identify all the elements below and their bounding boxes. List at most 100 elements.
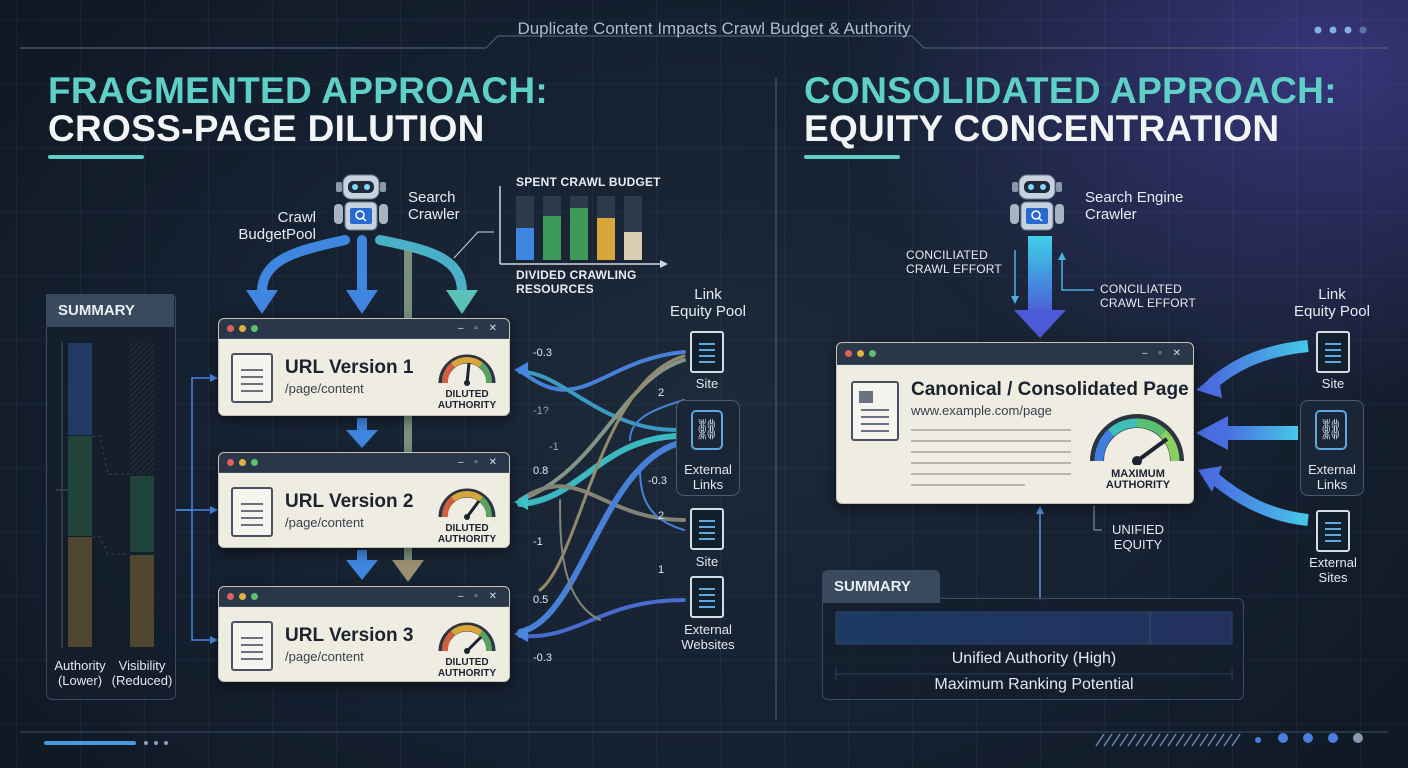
header-dot xyxy=(1329,26,1337,34)
external-sites-icon xyxy=(1316,510,1350,552)
arrowhead xyxy=(1036,506,1044,514)
flow-value: 0.8 xyxy=(533,465,549,477)
url-version-1-window[interactable]: ‒ ▫ ✕ URL Version 1 /page/content DILUTE… xyxy=(218,318,510,416)
content-line xyxy=(911,484,1025,486)
unified-equity-label: UNIFIED EQUITY xyxy=(1112,522,1164,552)
maximum-gauge-icon xyxy=(1090,414,1184,465)
authority-lower-label: Authority (Lower) xyxy=(54,658,106,688)
crawl-beam xyxy=(1028,236,1052,312)
left-heading-line2: CROSS-PAGE DILUTION xyxy=(48,108,485,149)
effort-right-line xyxy=(1061,258,1094,291)
flow-value: -0.3 xyxy=(533,347,552,359)
content-line xyxy=(911,462,1071,464)
site-icon xyxy=(690,508,724,550)
content-line xyxy=(911,440,1071,442)
crawl-pool-label: Crawl BudgetPool xyxy=(238,209,316,243)
link-equity-pool-label: Link Equity Pool xyxy=(670,286,746,320)
header-frame xyxy=(20,35,1388,49)
link-equity-pool-label: Link Equity Pool xyxy=(1294,286,1370,320)
external-websites-icon xyxy=(690,576,724,618)
arrowhead xyxy=(1196,372,1222,398)
page-path-1: /page/content xyxy=(285,381,364,396)
header-dot xyxy=(1314,26,1322,34)
document-icon xyxy=(231,621,273,671)
source-label: External Links xyxy=(1308,462,1356,492)
effort-left-label: CONCILIATED CRAWL EFFORT xyxy=(906,248,1002,276)
window-controls[interactable]: ‒ ▫ ✕ xyxy=(457,323,501,334)
header-dot xyxy=(1344,26,1352,34)
arrowhead xyxy=(514,362,528,378)
arrow-shaft xyxy=(357,418,367,432)
content-line xyxy=(911,473,1071,475)
window-controls[interactable]: ‒ ▫ ✕ xyxy=(1141,348,1185,359)
content-line xyxy=(911,451,1071,453)
summary-panel-right xyxy=(822,598,1244,700)
flow-value: -0.3 xyxy=(648,475,667,487)
arrowhead xyxy=(346,560,378,580)
source-label: Site xyxy=(695,554,719,569)
arrowhead xyxy=(514,494,528,510)
page-title-1: URL Version 1 xyxy=(285,357,414,378)
crawler-arrowheads xyxy=(246,290,478,314)
arrowhead xyxy=(346,430,378,448)
summary-tab-left: SUMMARY xyxy=(46,294,174,327)
flow-value: -1? xyxy=(533,405,549,417)
gauge-label-2: DILUTED AUTHORITY xyxy=(437,523,497,545)
page-path-2: /page/content xyxy=(285,515,364,530)
arrow-shaft xyxy=(357,550,367,562)
effort-right-label: CONCILIATED CRAWL EFFORT xyxy=(1100,282,1196,310)
equity-arrow-mid xyxy=(1226,426,1298,440)
link-chain-icon: ⛓ xyxy=(1315,410,1347,450)
header-dot xyxy=(1359,26,1367,34)
arrowhead xyxy=(1198,466,1222,492)
url-version-2-window[interactable]: ‒ ▫ ✕ URL Version 2 /page/content DILUTE… xyxy=(218,452,510,548)
arrowhead xyxy=(1196,416,1228,450)
divided-resources-label: DIVIDED CRAWLING RESOURCES xyxy=(516,268,637,296)
flow-value: 1 xyxy=(658,564,665,576)
equity-arrow-top xyxy=(1208,340,1309,389)
crawler-split-arrows xyxy=(257,235,467,297)
document-icon xyxy=(231,487,273,537)
unified-authority-label: Unified Authority (High) xyxy=(951,650,1117,667)
gauge-icon xyxy=(438,488,496,520)
canonical-page-title: Canonical / Consolidated Page xyxy=(911,379,1189,400)
window-controls[interactable]: ‒ ▫ ✕ xyxy=(457,457,501,468)
right-heading-line1: CONSOLIDATED APPROACH: xyxy=(804,70,1337,111)
url-version-3-window[interactable]: ‒ ▫ ✕ URL Version 3 /page/content DILUTE… xyxy=(218,586,510,682)
left-heading-underline xyxy=(48,155,144,159)
flow-value: -0.3 xyxy=(533,652,552,664)
source-label: External Websites xyxy=(681,622,735,652)
page-path-3: /page/content xyxy=(285,649,364,664)
arrowhead xyxy=(210,636,218,644)
link-equity-curves xyxy=(517,350,686,639)
footer-dot xyxy=(1353,733,1363,743)
robot-crawler-icon xyxy=(1010,174,1064,231)
arrowhead xyxy=(210,374,218,382)
arrowhead xyxy=(210,506,218,514)
summary-connectors xyxy=(176,377,212,641)
crawl-beam-head xyxy=(1014,310,1066,338)
summary-panel-left xyxy=(46,294,176,700)
spent-budget-chart xyxy=(453,186,668,268)
window-controls[interactable]: ‒ ▫ ✕ xyxy=(457,591,501,602)
ranking-potential-label: Maximum Ranking Potential xyxy=(934,676,1134,693)
canonical-page-path: www.example.com/page xyxy=(911,403,1052,418)
flow-value: -1 xyxy=(533,536,543,548)
page-title-3: URL Version 3 xyxy=(285,625,414,646)
robot-crawler-icon xyxy=(334,174,388,231)
footer-dot xyxy=(144,741,148,745)
flow-value: 2 xyxy=(658,510,665,522)
maximum-authority-label: MAXIMUM AUTHORITY xyxy=(1105,468,1171,491)
gauge-label-3: DILUTED AUTHORITY xyxy=(437,657,497,679)
footer-dot xyxy=(1303,733,1313,743)
right-heading-underline xyxy=(804,155,900,159)
canonical-page-window[interactable]: ‒ ▫ ✕ Canonical / Consolidated Page www.… xyxy=(836,342,1194,504)
site-icon xyxy=(1316,331,1350,373)
link-chain-icon: ⛓ xyxy=(691,410,723,450)
search-crawler-label: Search Crawler xyxy=(408,189,460,223)
content-line xyxy=(911,429,1071,431)
gauge-icon xyxy=(438,354,496,386)
source-label: External Sites xyxy=(1309,555,1357,585)
footer-accent xyxy=(44,741,136,745)
document-icon xyxy=(231,353,273,403)
